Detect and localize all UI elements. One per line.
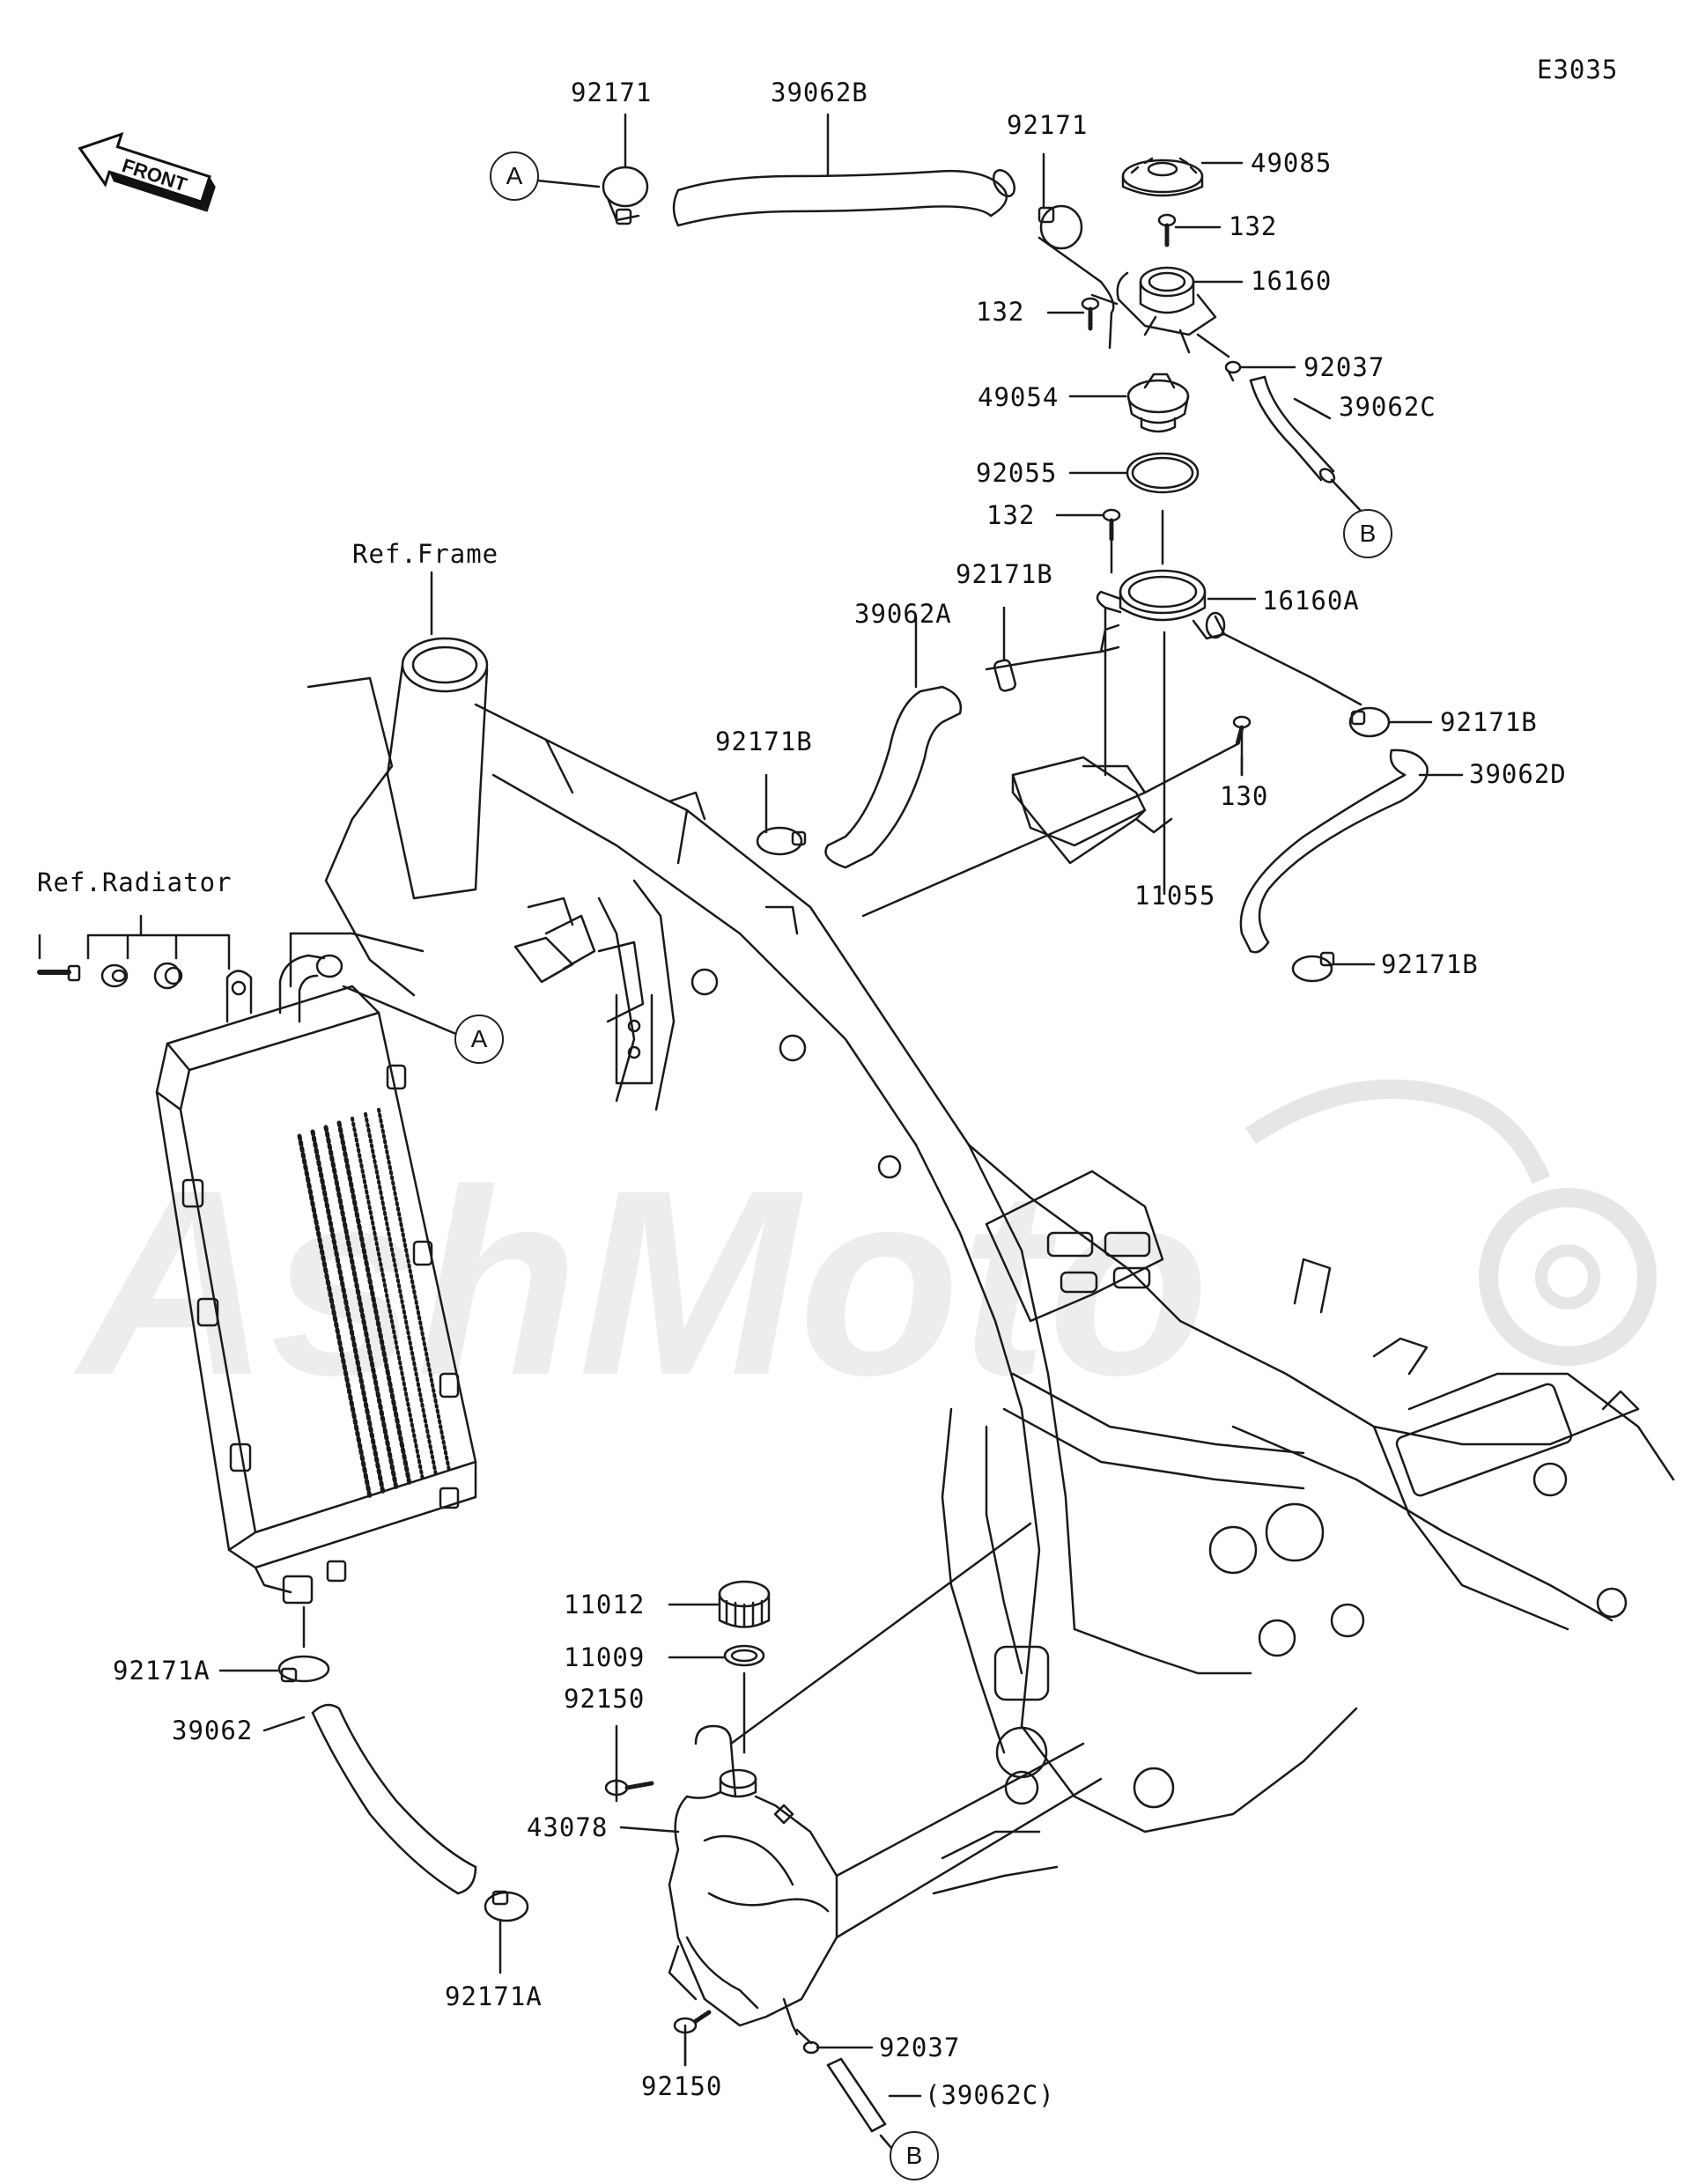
ref-radiator-label: Ref.Radiator xyxy=(37,867,233,897)
part-label-39062d: 39062D xyxy=(1469,759,1567,789)
watermark: AshMoto xyxy=(71,1079,1657,1430)
bolt-92150-lower-icon xyxy=(673,2010,712,2034)
watermark-text: AshMoto xyxy=(71,1134,1209,1430)
bolt-132-side-icon xyxy=(1081,297,1100,331)
part-label-92055: 92055 xyxy=(976,458,1058,488)
part-label-92037: 92037 xyxy=(1303,352,1385,382)
part-label-39062c-ref: (39062C) xyxy=(925,2080,1055,2110)
part-label-132: 132 xyxy=(986,500,1036,530)
clamp-92171b-right-upper-icon xyxy=(1348,706,1391,738)
part-label-132: 132 xyxy=(1229,211,1278,241)
gasket-11009-icon xyxy=(723,1644,765,1667)
part-label-130: 130 xyxy=(1220,781,1269,811)
hose-39062b-icon xyxy=(672,169,1016,227)
clip-92037-lower-icon xyxy=(795,2028,820,2055)
bolt-132-top-icon xyxy=(1157,213,1177,247)
clamp-92171-left-icon xyxy=(602,166,649,225)
part-label-92171b: 92171B xyxy=(715,727,813,756)
part-label-92171b: 92171B xyxy=(1381,949,1479,979)
bracket-11055-icon xyxy=(1011,756,1173,865)
ref-frame-label: Ref.Frame xyxy=(352,539,499,569)
part-label-39062c: 39062C xyxy=(1339,392,1436,422)
ref-radiator-bracket xyxy=(86,933,231,970)
part-label-92171: 92171 xyxy=(571,77,653,107)
callout-a-top: A xyxy=(490,151,539,201)
callout-b-hose: B xyxy=(1343,509,1392,558)
part-label-39062b: 39062B xyxy=(771,77,868,107)
part-label-92171a: 92171A xyxy=(445,1981,543,2011)
part-label-132: 132 xyxy=(976,297,1025,327)
housing-16160a-icon xyxy=(1096,569,1226,653)
radiator-mount-hardware-icon xyxy=(37,962,183,990)
bolt-132-lower-icon xyxy=(1102,508,1121,542)
part-label-49054: 49054 xyxy=(978,382,1060,412)
hose-39062a-icon xyxy=(824,685,963,869)
part-label-11009: 11009 xyxy=(564,1642,646,1672)
part-label-11012: 11012 xyxy=(564,1590,646,1620)
reservoir-tank-43078-icon xyxy=(668,1724,838,2036)
hose-39062d-icon xyxy=(1239,749,1429,954)
thermostat-49054-icon xyxy=(1126,373,1190,433)
front-arrow-icon: FRONT xyxy=(78,131,216,212)
clamp-92171-right-icon xyxy=(1037,204,1083,250)
part-label-49085: 49085 xyxy=(1251,148,1333,178)
hose-39062c-lower-icon xyxy=(826,2057,887,2133)
part-label-92037: 92037 xyxy=(879,2033,961,2062)
part-label-92171b: 92171B xyxy=(956,559,1053,589)
part-label-92150: 92150 xyxy=(564,1684,646,1714)
part-label-92171: 92171 xyxy=(1007,110,1089,140)
part-label-16160a: 16160A xyxy=(1262,586,1360,616)
clamp-92171b-left-icon xyxy=(756,826,807,856)
part-label-92171a: 92171A xyxy=(113,1656,210,1686)
radiator-icon xyxy=(155,954,477,1605)
callout-a-radiator: A xyxy=(454,1015,504,1064)
bolt-92150-upper-icon xyxy=(604,1779,654,1797)
part-label-11055: 11055 xyxy=(1134,881,1216,911)
hose-39062c-icon xyxy=(1249,375,1336,483)
part-label-39062: 39062 xyxy=(172,1715,254,1745)
clamp-92171a-upper-icon xyxy=(277,1655,330,1683)
part-label-92150: 92150 xyxy=(641,2071,723,2101)
part-label-16160: 16160 xyxy=(1251,266,1333,296)
clamp-92171b-upper-icon xyxy=(993,659,1016,692)
part-label-92171b: 92171B xyxy=(1440,707,1538,737)
reservoir-cap-11012-icon xyxy=(718,1580,771,1628)
hose-39062-icon xyxy=(311,1703,477,1895)
part-label-39062a: 39062A xyxy=(854,599,952,629)
clip-92037-top-icon xyxy=(1224,360,1242,382)
radiator-cap-49085-icon xyxy=(1121,157,1204,197)
diagram-code: E3035 xyxy=(1537,55,1619,85)
clamp-92171a-lower-icon xyxy=(484,1890,529,1922)
callout-b-tank: B xyxy=(890,2131,939,2180)
o-ring-92055-icon xyxy=(1126,452,1200,494)
frame-icon xyxy=(306,637,1675,1895)
clamp-92171b-right-lower-icon xyxy=(1291,951,1335,983)
part-label-43078: 43078 xyxy=(527,1812,609,1842)
